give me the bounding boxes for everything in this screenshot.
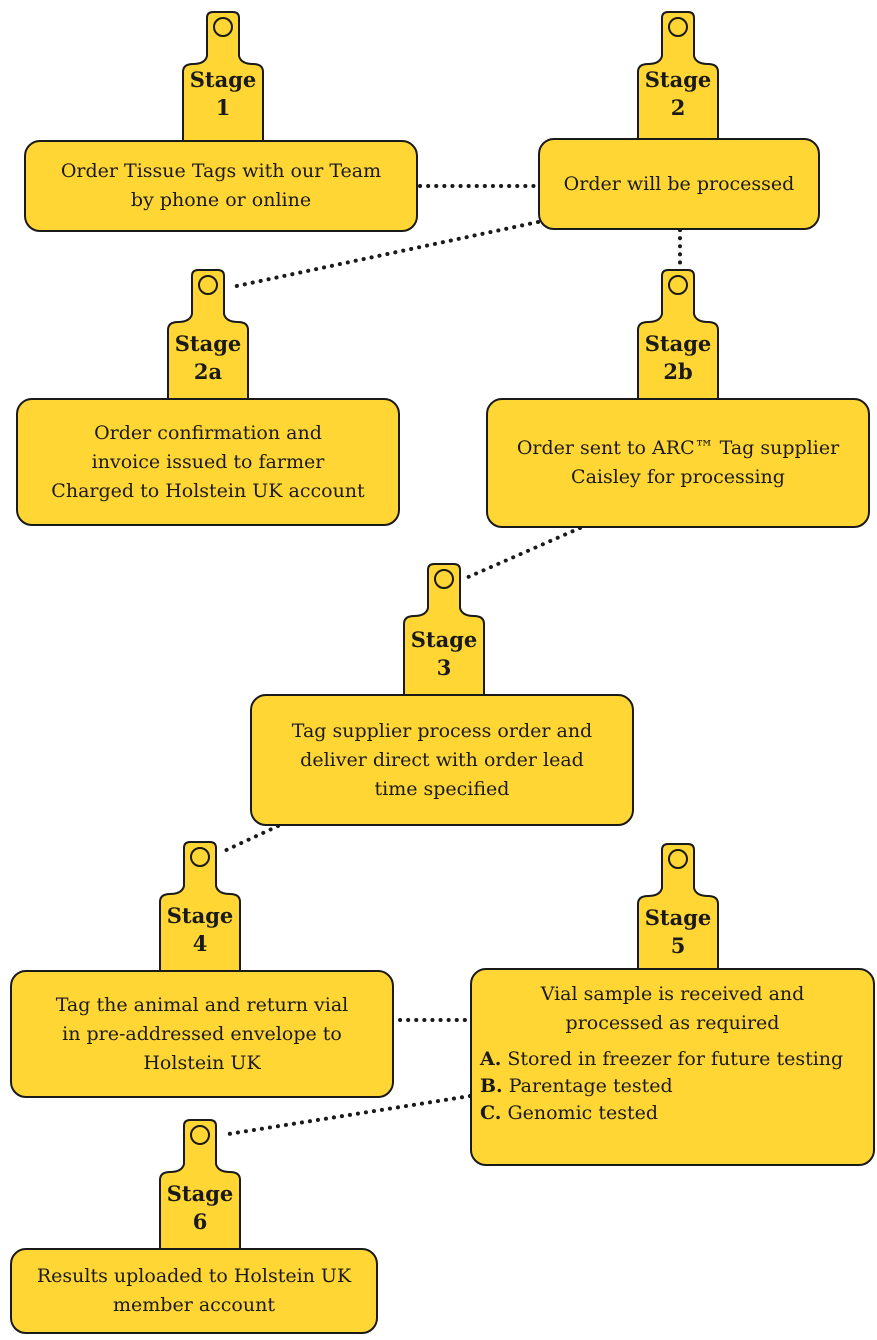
stage-2a-label: Stage [174, 331, 242, 356]
stage-3-line: Tag supplier process order and [291, 719, 593, 742]
connector-5-6 [220, 1094, 472, 1137]
stage-2-tag-label: Stage 2 [628, 66, 728, 122]
stage-2b-text: Order sent to ARC™ Tag supplier Caisley … [517, 434, 839, 492]
option-key: B. [480, 1075, 503, 1097]
stage-2a-number: 2a [193, 359, 223, 384]
stage-2a-line: invoice issued to farmer [91, 450, 325, 473]
stage-2a-tag-label: Stage 2a [158, 330, 258, 386]
ear-tag-hole [190, 847, 210, 867]
stage-5-option-c: C. Genomic tested [480, 1100, 865, 1127]
stage-2a-line: Charged to Holstein UK account [51, 479, 365, 502]
option-text: Parentage tested [508, 1075, 673, 1097]
ear-tag-hole [668, 849, 688, 869]
stage-2a-text: Order confirmation and invoice issued to… [51, 419, 364, 506]
stage-1-number: 1 [215, 95, 231, 120]
stage-3-box: Tag supplier process order and deliver d… [250, 694, 634, 826]
ear-tag-stage-2 [637, 11, 719, 153]
stage-6-box: Results uploaded to Holstein UK member a… [10, 1248, 378, 1334]
option-key: C. [480, 1102, 502, 1124]
stage-5-line: Vial sample is received and [540, 983, 805, 1005]
stage-4-line: in pre-addressed envelope to [62, 1022, 342, 1045]
stage-5-box: Vial sample is received and processed as… [470, 968, 875, 1166]
stage-6-number: 6 [192, 1209, 208, 1234]
stage-4-text: Tag the animal and return vial in pre-ad… [56, 991, 349, 1078]
stage-5-option-a: A. Stored in freezer for future testing [480, 1046, 865, 1073]
ear-tag-hole [434, 569, 454, 589]
ear-tag-hole [668, 275, 688, 295]
stage-1-tag-label: Stage 1 [173, 66, 273, 122]
stage-2b-tag-label: Stage 2b [628, 330, 728, 386]
stage-2a-line: Order confirmation and [94, 421, 322, 444]
stage-2b-line: Order sent to ARC™ Tag supplier [516, 437, 840, 459]
stage-5-label: Stage [644, 905, 712, 930]
stage-3-number: 3 [436, 655, 452, 680]
stage-5-option-b: B. Parentage tested [480, 1073, 865, 1100]
stage-2b-label: Stage [644, 331, 712, 356]
stage-2-box: Order will be processed [538, 138, 820, 230]
stage-2-text: Order will be processed [563, 172, 795, 195]
stage-5-line: processed as required [565, 1012, 780, 1034]
stage-5-tag-label: Stage 5 [628, 904, 728, 960]
stage-2b-line: Caisley for processing [571, 466, 785, 488]
connector-3-4 [220, 824, 280, 854]
stage-4-label: Stage [166, 903, 234, 928]
stage-3-line: time specified [374, 777, 510, 800]
stage-6-tag-label: Stage 6 [150, 1180, 250, 1236]
stage-5-heading: Vial sample is received and processed as… [480, 980, 865, 1038]
ear-tag-hole [213, 17, 233, 37]
stage-2-number: 2 [670, 95, 686, 120]
option-key: A. [480, 1048, 502, 1070]
ear-tag-hole [668, 17, 688, 37]
stage-6-text: Results uploaded to Holstein UK member a… [37, 1262, 351, 1320]
stage-2b-box: Order sent to ARC™ Tag supplier Caisley … [486, 398, 870, 528]
stage-6-line: member account [113, 1294, 275, 1316]
ear-tag-hole [190, 1125, 210, 1145]
stage-3-label: Stage [410, 627, 478, 652]
connector-2-2a [230, 220, 540, 289]
stage-1-line: Order Tissue Tags with our Team [60, 160, 382, 182]
stage-5-number: 5 [670, 933, 686, 958]
stage-1-line: by phone or online [130, 189, 312, 211]
stage-4-number: 4 [192, 931, 208, 956]
stage-6-label: Stage [166, 1181, 234, 1206]
stage-4-line: Holstein UK [143, 1051, 261, 1074]
stage-3-line: deliver direct with order lead [300, 748, 584, 771]
stage-4-box: Tag the animal and return vial in pre-ad… [10, 970, 394, 1098]
connector-2b-3 [464, 526, 582, 580]
stage-2b-number: 2b [663, 359, 693, 384]
stage-1-text: Order Tissue Tags with our Team by phone… [61, 157, 381, 215]
stage-4-tag-label: Stage 4 [150, 902, 250, 958]
stage-2a-box: Order confirmation and invoice issued to… [16, 398, 400, 526]
option-text: Genomic tested [507, 1102, 658, 1124]
option-text: Stored in freezer for future testing [507, 1048, 844, 1070]
stage-3-tag-label: Stage 3 [394, 626, 494, 682]
stage-1-box: Order Tissue Tags with our Team by phone… [24, 140, 418, 232]
ear-tag-hole [198, 275, 218, 295]
stage-1-label: Stage [189, 67, 257, 92]
stage-3-text: Tag supplier process order and deliver d… [292, 717, 592, 804]
stage-4-line: Tag the animal and return vial [55, 993, 349, 1016]
stage-2-label: Stage [644, 67, 712, 92]
stage-6-line: Results uploaded to Holstein UK [36, 1265, 352, 1287]
stage-5-options-list: A. Stored in freezer for future testing … [480, 1046, 865, 1127]
